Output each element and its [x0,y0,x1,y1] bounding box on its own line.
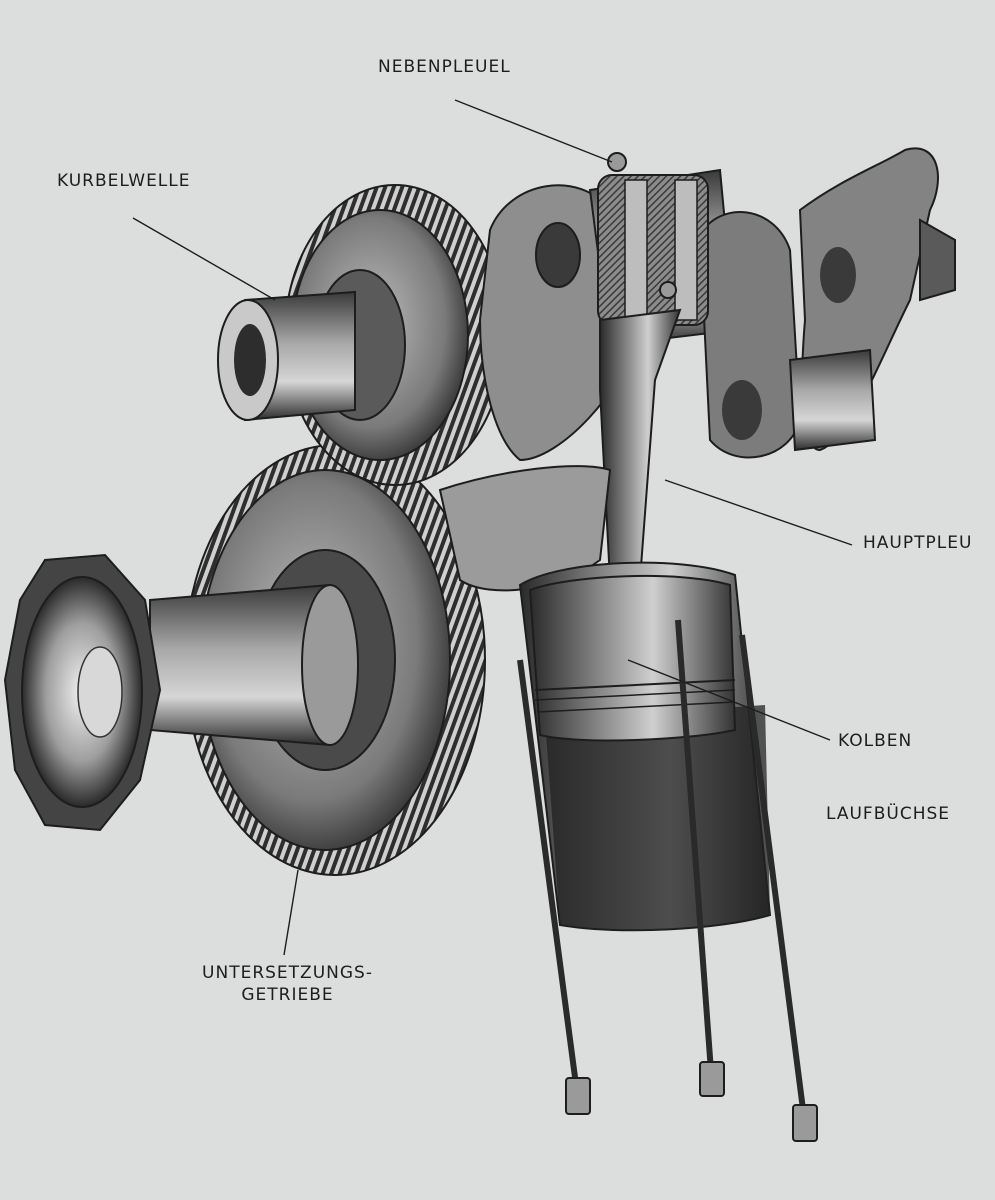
label-untersetzungs-line1: UNTERSETZUNGS- [202,963,373,983]
crankshaft-hub [217,290,356,422]
label-kurbelwelle: KURBELWELLE [57,171,191,191]
leader-line-nebenpleuel [454,99,613,163]
output-shaft [149,583,359,747]
label-untersetzungs-line2: GETRIEBE [241,985,334,1006]
propeller-flange [3,553,162,832]
label-hauptpleuel: HAUPTPLEU [863,533,973,553]
connecting-rod-bearing [597,152,709,326]
label-kolben: KOLBEN [838,731,913,751]
leader-line-kurbelwelle [132,217,276,301]
leader-line-untersetzungsgetriebe [283,869,299,956]
label-nebenpleuel: NEBENPLEUEL [378,57,511,77]
leader-line-kolben [627,659,831,741]
leader-line-hauptpleuel [664,479,853,546]
main-connecting-rod [438,308,682,592]
label-untersetzungsgetriebe: UNTERSETZUNGS- GETRIEBE [200,962,375,1006]
cylinder-studs [517,619,818,1142]
piston [528,574,737,742]
crankshaft-webs [478,147,956,462]
label-laufbuechse: LAUFBÜCHSE [826,804,951,824]
